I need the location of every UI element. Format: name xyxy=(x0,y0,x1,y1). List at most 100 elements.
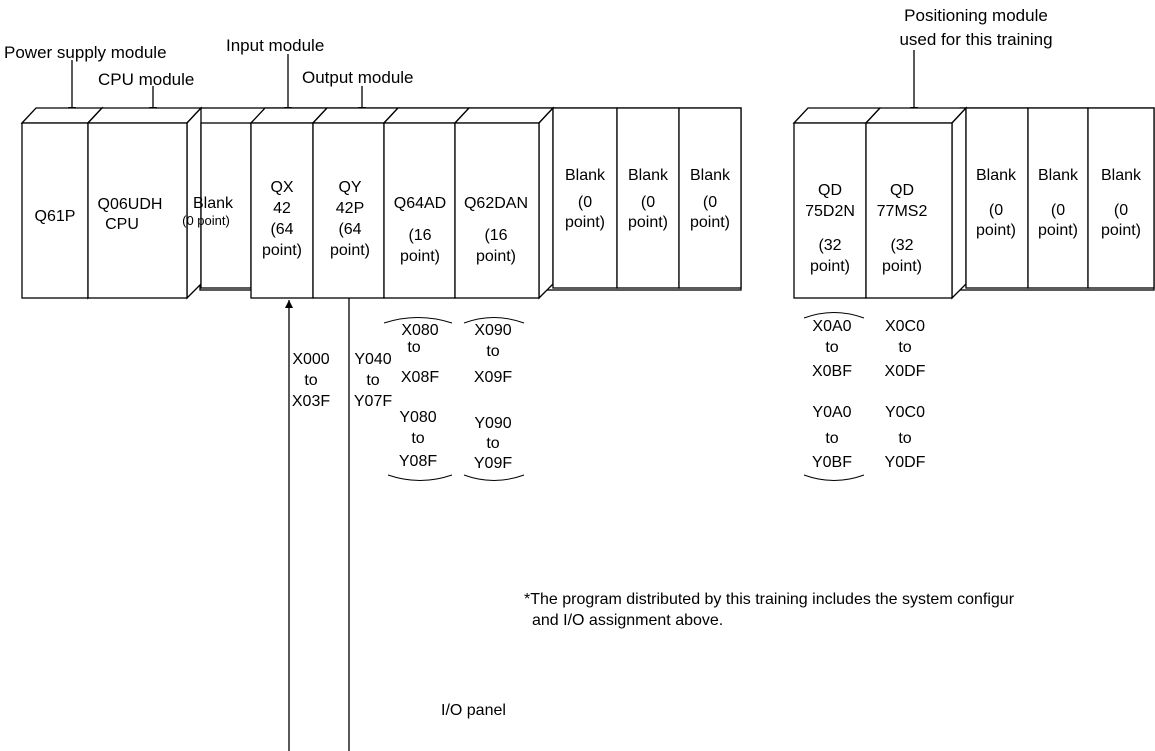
slot-q64ad-label-1: Q64AD xyxy=(394,195,446,212)
slot-qd77-label-1: QD xyxy=(890,182,914,199)
slot-ext-blank1-label-3: point) xyxy=(976,222,1016,239)
slot-q64ad-label-2: (16 xyxy=(408,227,431,244)
slot-ext-blank-3 xyxy=(1087,107,1155,289)
slot-qd75-label-3: (32 xyxy=(818,237,841,254)
io-assignment-labels: X000 to X03F Y040 to Y07F X080 to X08F Y… xyxy=(292,318,926,472)
slot-blank1-label-1: Blank xyxy=(565,167,606,184)
slot-qd77-label-3: (32 xyxy=(890,237,913,254)
slot-qy42p-label-3: (64 xyxy=(338,221,361,238)
io-panel-label: I/O panel xyxy=(441,702,506,719)
q64ad-x-start: X080 xyxy=(401,322,438,339)
extension-base-slot-labels: QD 75D2N (32 point) QD 77MS2 (32 point) … xyxy=(805,167,1142,275)
slot-ext-blank1-label-2: (0 xyxy=(989,202,1003,219)
q62dan-y-to: to xyxy=(486,435,499,452)
slot-qx42-label-4: point) xyxy=(262,242,302,259)
callout-arrows xyxy=(68,50,918,115)
qd75-y-end: Y0BF xyxy=(812,454,852,471)
slot-qd77-label-2: 77MS2 xyxy=(877,203,928,220)
qx42-range-end: X03F xyxy=(292,393,330,410)
qd77-y-to: to xyxy=(898,430,911,447)
qd77-x-start: X0C0 xyxy=(885,318,925,335)
qd77-y-start: Y0C0 xyxy=(885,404,925,421)
extension-base-unit xyxy=(792,106,1155,300)
q64ad-x-to: to xyxy=(407,339,420,356)
slot-blank-3 xyxy=(678,107,742,289)
slot-qd75d2n xyxy=(792,107,882,299)
qd75-bracket-bottom xyxy=(803,474,865,481)
slot-ext-blank2-label-1: Blank xyxy=(1038,167,1079,184)
slot-ext-blank3-label-2: (0 xyxy=(1114,202,1128,219)
slot-cpu-label-2: CPU xyxy=(105,216,139,233)
qd75-x-end: X0BF xyxy=(812,363,852,380)
slot-blank-0 xyxy=(200,122,252,289)
slot-q62dan-label-1: Q62DAN xyxy=(464,195,528,212)
slot-ext-blank2-label-2: (0 xyxy=(1051,202,1065,219)
slot-qy42p-label-2: 42P xyxy=(336,200,364,217)
slot-blank3-label-1: Blank xyxy=(690,167,731,184)
slot-ext-blank1-label-1: Blank xyxy=(976,167,1017,184)
qy42p-range-end: Y07F xyxy=(354,393,392,410)
slot-blank1-label-2: (0 xyxy=(578,194,592,211)
slot-ext-blank-2 xyxy=(1027,107,1089,289)
slot-q64ad-label-3: point) xyxy=(400,248,440,265)
main-base-slot-labels: Q61P Q06UDH CPU Blank (0 point) QX 42 (6… xyxy=(35,167,731,265)
q64ad-y-to: to xyxy=(411,430,424,447)
slot-blank-1 xyxy=(552,107,618,289)
slot-qx42-label-1: QX xyxy=(270,179,293,196)
slot-qy42p-label-4: point) xyxy=(330,242,370,259)
slot-blank2-label-2: (0 xyxy=(641,194,655,211)
slot-qd75-label-1: QD xyxy=(818,182,842,199)
slot-cpu xyxy=(86,106,203,300)
note-line-2: and I/O assignment above. xyxy=(532,612,723,629)
slot-qx42-label-3: (64 xyxy=(270,221,293,238)
q62dan-x-to: to xyxy=(486,343,499,360)
slot-ext-blank-1 xyxy=(965,107,1029,289)
slot-blank0-label-2: (0 point) xyxy=(182,213,230,228)
qd77-y-end: Y0DF xyxy=(885,454,926,471)
qd75-x-start: X0A0 xyxy=(812,318,851,335)
slot-qd75-label-2: 75D2N xyxy=(805,203,855,220)
slot-blank0-label-1: Blank xyxy=(193,195,234,212)
slot-qx42 xyxy=(249,107,329,299)
slot-q64ad xyxy=(382,107,471,299)
slot-q62dan-label-3: point) xyxy=(476,248,516,265)
input-module-label: Input module xyxy=(226,36,324,55)
io-panel-wiring xyxy=(285,298,350,751)
qy42p-range-start: Y040 xyxy=(354,351,391,368)
qd75-bracket-top xyxy=(803,312,865,319)
q64ad-y-start: Y080 xyxy=(399,409,436,426)
power-supply-module-label: Power supply module xyxy=(4,43,167,62)
slot-blank3-label-3: point) xyxy=(690,214,730,231)
q62dan-y-end: Y09F xyxy=(474,455,512,472)
range-brackets xyxy=(383,312,865,481)
slot-q62dan-label-2: (16 xyxy=(484,227,507,244)
slot-blank2-label-3: point) xyxy=(628,214,668,231)
output-module-label: Output module xyxy=(302,68,414,87)
q62dan-bracket-bottom xyxy=(463,474,525,481)
q62dan-y-start: Y090 xyxy=(474,415,511,432)
q64ad-bracket-bottom xyxy=(387,474,453,481)
qx42-range-to: to xyxy=(304,372,317,389)
slot-blank3-label-2: (0 xyxy=(703,194,717,211)
slot-qx42-label-2: 42 xyxy=(273,200,291,217)
slot-cpu-label-1: Q06UDH xyxy=(98,196,163,213)
qd75-x-to: to xyxy=(825,339,838,356)
q62dan-x-start: X090 xyxy=(474,322,511,339)
q64ad-bracket-top xyxy=(383,317,453,324)
qd75-y-start: Y0A0 xyxy=(812,404,851,421)
qd75-y-to: to xyxy=(825,430,838,447)
slot-q61p-label: Q61P xyxy=(35,208,76,225)
q62dan-x-end: X09F xyxy=(474,369,512,386)
slot-ext-blank3-label-3: point) xyxy=(1101,222,1141,239)
q64ad-y-end: Y08F xyxy=(399,453,437,470)
slot-blank1-label-3: point) xyxy=(565,214,605,231)
positioning-module-label: Positioning module xyxy=(904,6,1048,25)
note-line-1: *The program distributed by this trainin… xyxy=(524,591,1015,608)
slot-blank2-label-1: Blank xyxy=(628,167,669,184)
slot-ext-blank3-label-1: Blank xyxy=(1101,167,1142,184)
slot-qd77-label-4: point) xyxy=(882,258,922,275)
slot-qd77ms2 xyxy=(864,106,968,300)
qd77-x-to: to xyxy=(898,339,911,356)
slot-blank-2 xyxy=(616,107,680,289)
